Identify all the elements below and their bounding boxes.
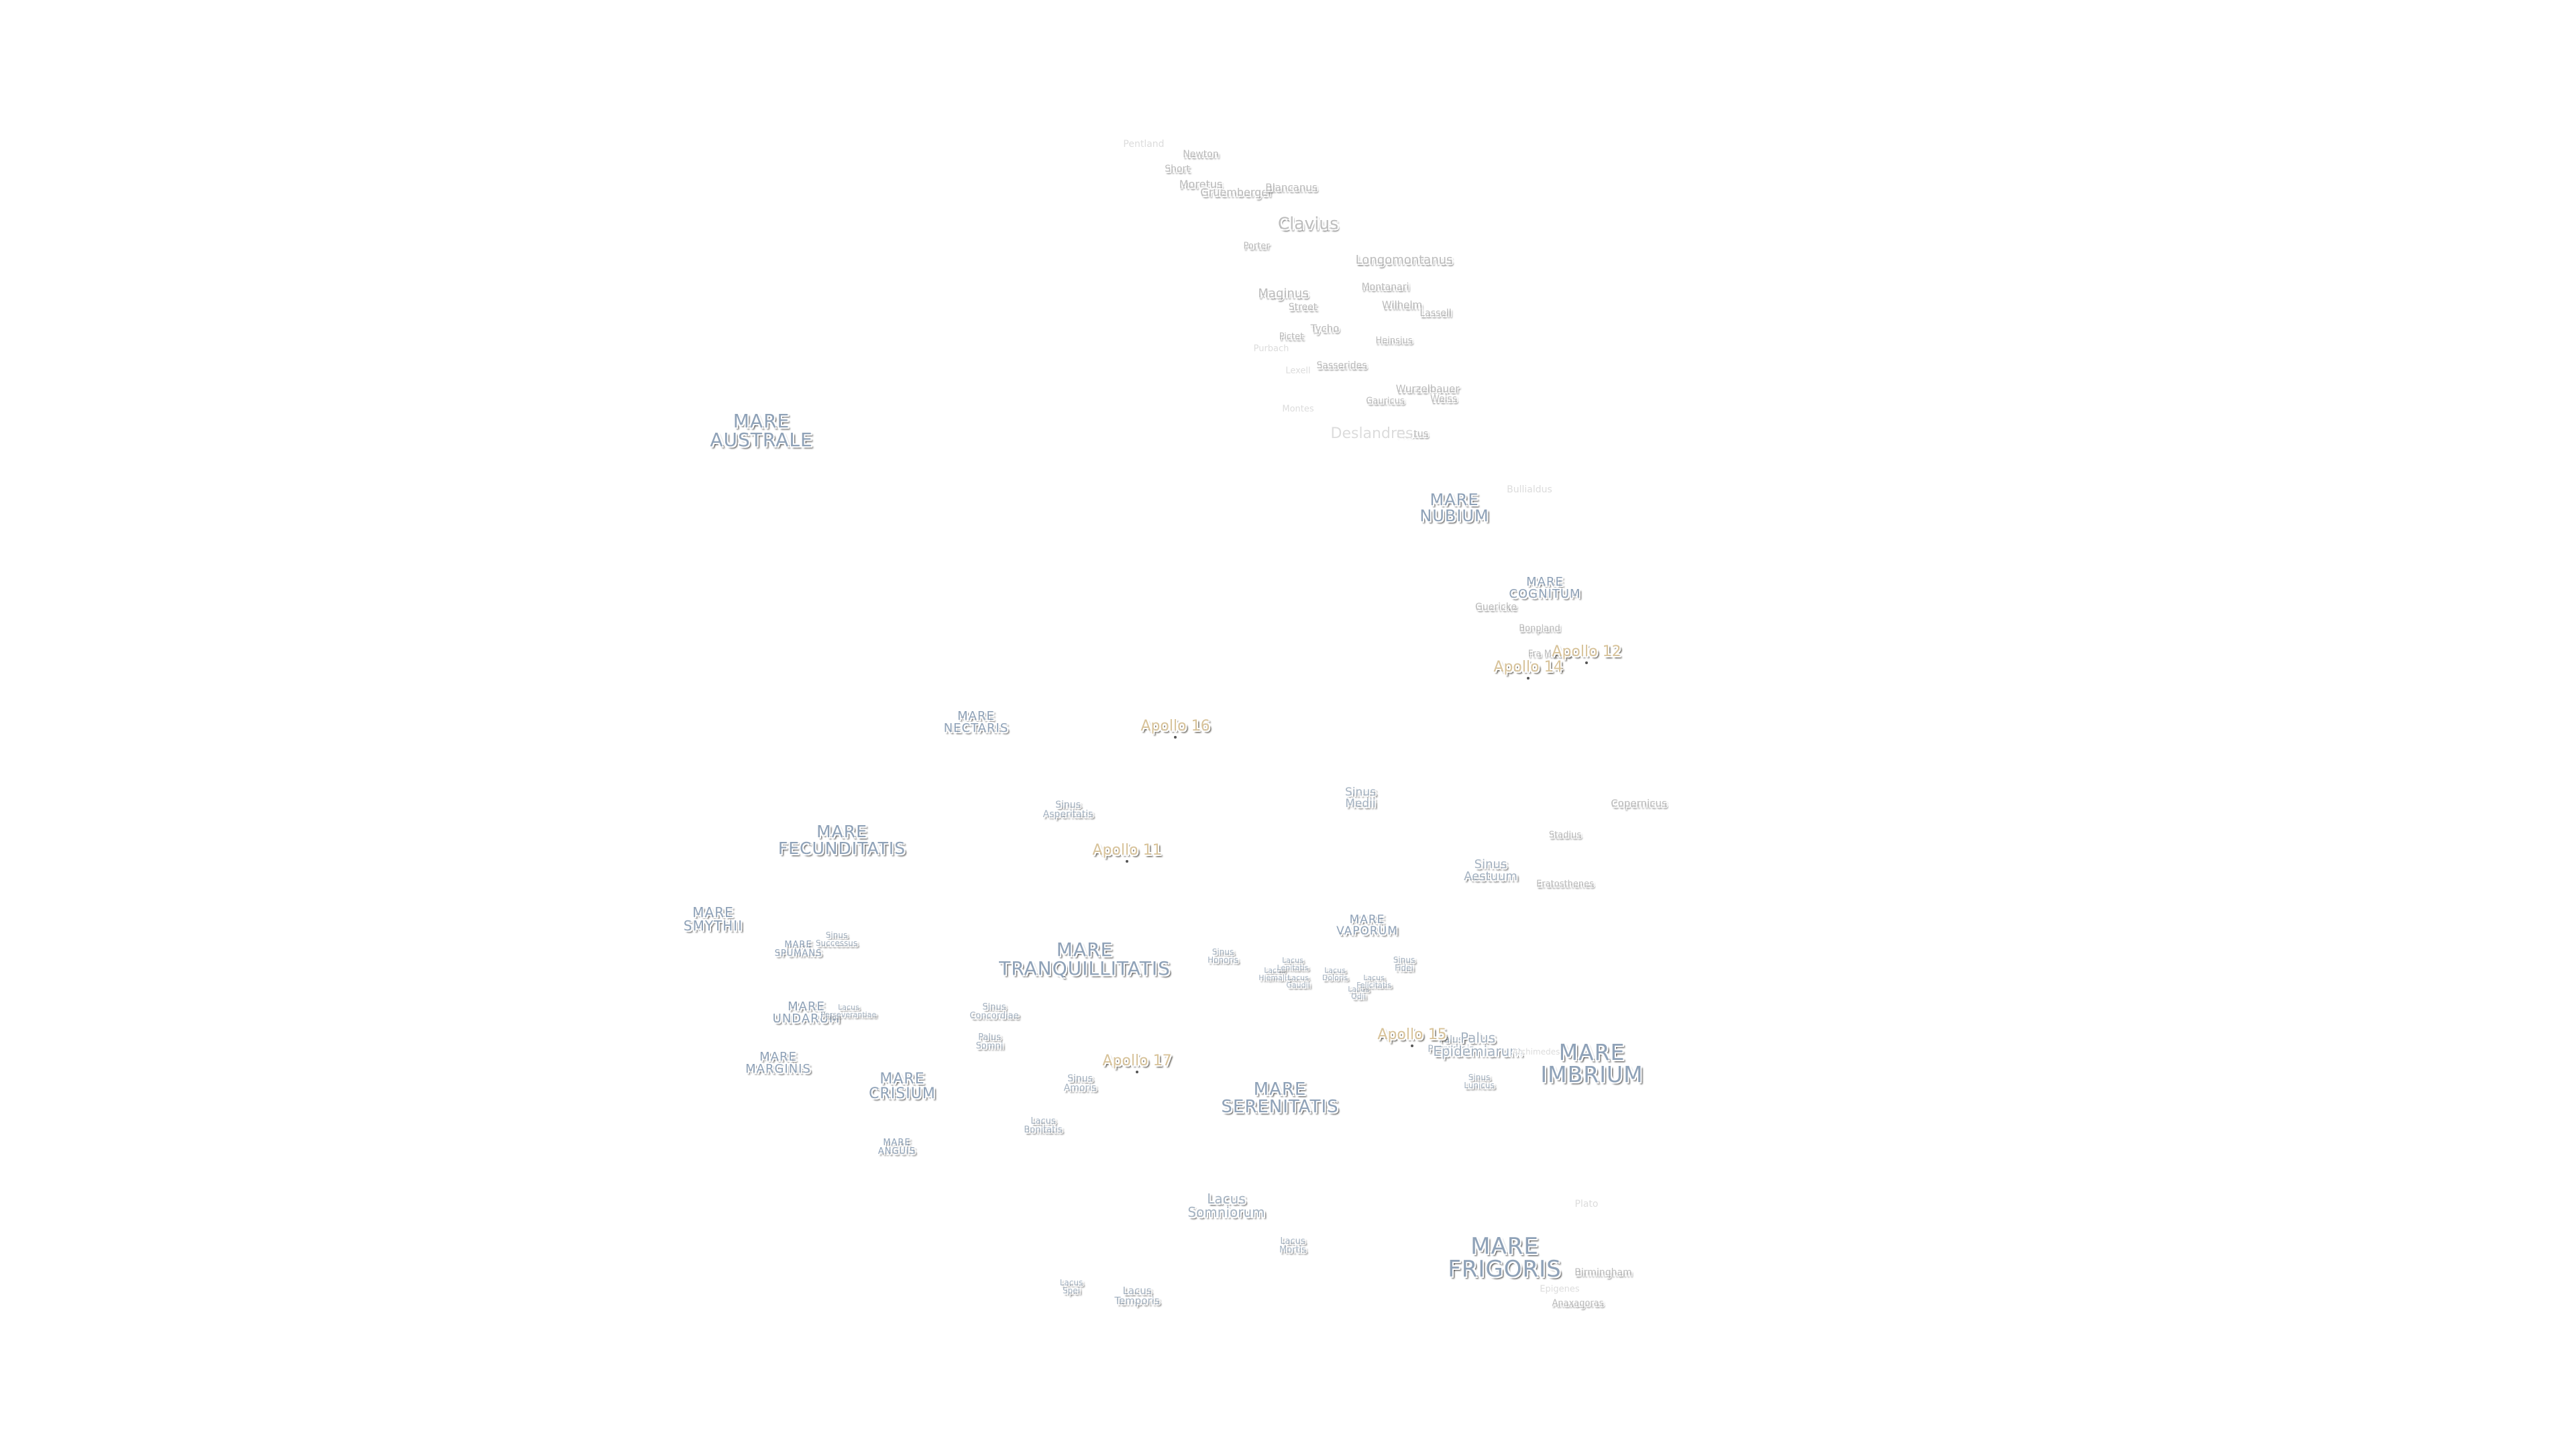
map-label-crater-heinsius: Heinsius — [1375, 335, 1413, 346]
map-label-crater-copernicus: Copernicus — [1611, 797, 1667, 810]
map-label-apollo-11: Apollo 11 — [1092, 842, 1162, 859]
map-label-crater-longomontanus: Longomontanus — [1355, 253, 1453, 267]
landing-site-marker — [1136, 1071, 1138, 1073]
map-label-palus-somni: Palus Somni — [975, 1032, 1004, 1051]
map-label-sinus-medii: Sinus Medii — [1345, 786, 1376, 810]
map-label-apollo-17: Apollo 17 — [1102, 1053, 1172, 1069]
map-label-mare-australe: MARE AUSTRALE — [710, 410, 813, 451]
map-label-crater-short: Short — [1165, 164, 1190, 174]
map-label-lacus-odii: Lacus Odii — [1348, 985, 1369, 1001]
map-label-crater-weiss: Weiss — [1430, 394, 1458, 405]
map-label-crater-stadius: Stadius — [1548, 830, 1582, 841]
map-label-sinus-lunicus: Sinus Lunicus — [1464, 1073, 1495, 1090]
map-label-crater-gauricus: Gauricus — [1366, 396, 1405, 407]
map-label-crater-moretus: Moretus — [1179, 178, 1223, 191]
map-label-mare-spumans: MARE SPUMANS — [774, 940, 822, 959]
map-label-mare-marginis: MARE MARGINIS — [745, 1050, 811, 1076]
map-label-sinus-asperitatis: Sinus Asperitatis — [1042, 800, 1093, 820]
map-label-crater-newton: Newton — [1183, 149, 1219, 160]
map-label-mare-imbrium: MARE IMBRIUM — [1540, 1039, 1644, 1087]
map-label-faint-lexell: Lexell — [1285, 366, 1311, 376]
map-label-crater-fra-mauro: Fra Mauro — [1527, 649, 1572, 659]
landing-site-marker — [1585, 661, 1588, 664]
map-label-mare-crisium: MARE CRISIUM — [869, 1071, 936, 1102]
map-label-apollo-14: Apollo 14 — [1493, 659, 1563, 676]
map-label-mare-fecunditatis: MARE FECUNDITATIS — [777, 822, 906, 858]
map-label-faint-purbach: Purbach — [1253, 343, 1289, 354]
map-label-crater-sasserides: Sasserides — [1316, 360, 1367, 371]
map-label-mare-undarum: MARE UNDARUM — [772, 1000, 841, 1026]
map-label-palus-epidemiarum: Palus Epidemiarum — [1433, 1030, 1523, 1059]
landing-site-marker — [1174, 736, 1177, 739]
map-label-lacus-temporis: Lacus Temporis — [1114, 1285, 1160, 1307]
map-label-crater-anaxagoras: Anaxagoras — [1552, 1298, 1604, 1309]
landing-site-marker — [1126, 860, 1128, 863]
map-label-faint-bullialdus: Bullialdus — [1507, 484, 1552, 495]
map-label-crater-gruemberger: Gruemberger — [1200, 186, 1273, 199]
map-label-crater-montanari: Montanari — [1361, 282, 1409, 292]
map-label-apollo-12: Apollo 12 — [1552, 643, 1621, 660]
map-label-sinus-successus: Sinus Successus — [815, 930, 858, 948]
map-label-lacus-lenitatis: Lacus Lenitatis — [1277, 956, 1309, 972]
map-label-faint-archimedes: Archimedes — [1512, 1047, 1560, 1057]
map-label-crater-lassell: Lassell — [1419, 308, 1452, 319]
map-label-mare-vaporum: MARE VAPORUM — [1336, 913, 1398, 938]
map-label-faint-pentland: Pentland — [1123, 139, 1165, 150]
map-label-mare-cognitum: MARE COGNITUM — [1509, 575, 1581, 601]
map-label-mare-smythii: MARE SMYTHII — [683, 904, 743, 934]
map-label-mare-anguis: MARE ANGUIS — [877, 1138, 916, 1157]
map-label-lacus-perseverantiae: Lacus Perseverantiae — [820, 1003, 877, 1019]
map-label-lacus-spei: Lacus Spei — [1059, 1278, 1083, 1295]
map-label-sinus-concordiae: Sinus Concordiae — [969, 1002, 1019, 1021]
map-label-sinus-aestuum: Sinus Aestuum — [1464, 857, 1517, 883]
map-label-sinus-fidei: Sinus Fidei — [1393, 955, 1415, 973]
map-label-crater-guericke: Guericke — [1475, 602, 1517, 612]
map-label-sinus-honoris: Sinus Honoris — [1208, 947, 1238, 965]
map-label-crater-tycho: Tycho — [1310, 322, 1340, 335]
map-label-crater-porter: Porter — [1243, 241, 1270, 252]
map-label-lacus-mortis: Lacus Mortis — [1279, 1236, 1306, 1255]
map-label-lacus-hiemalis: Lacus Hiemalis — [1258, 966, 1291, 982]
map-label-apollo-15: Apollo 15 — [1377, 1026, 1447, 1043]
map-label-lacus-somniorum: Lacus Somniorum — [1187, 1191, 1265, 1220]
map-label-lacus-felicitatis: Lacus Felicitatis — [1356, 973, 1391, 989]
map-label-crater-blancanus: Blancanus — [1265, 181, 1318, 194]
map-label-apollo-16: Apollo 16 — [1140, 718, 1210, 735]
map-label-crater-maginus: Maginus — [1258, 286, 1309, 301]
map-label-crater-clavius: Clavius — [1277, 213, 1339, 233]
landing-site-marker — [1527, 677, 1529, 680]
map-label-sinus-amoris: Sinus Amoris — [1063, 1073, 1097, 1093]
map-label-lacus-bonitatis: Lacus Bonitatis — [1024, 1116, 1063, 1135]
map-label-faint-plato: Plato — [1574, 1199, 1599, 1210]
map-label-palus-putredinis: Palus Putredinis — [1428, 1034, 1474, 1055]
map-label-crater-pitatus: Pitatus — [1396, 429, 1428, 439]
map-label-mare-frigoris: MARE FRIGORIS — [1448, 1233, 1562, 1283]
map-label-crater-pictet: Pictet — [1279, 331, 1304, 342]
map-label-faint-montes: Montes — [1282, 404, 1314, 415]
map-label-crater-street: Street — [1288, 302, 1318, 313]
map-label-faint-deslandres: Deslandres — [1330, 425, 1413, 442]
map-label-crater-wilhelm: Wilhelm — [1381, 299, 1423, 311]
landing-site-marker — [1411, 1044, 1413, 1047]
map-label-mare-nubium: MARE NUBIUM — [1419, 490, 1489, 525]
map-label-crater-birmingham: Birmingham — [1574, 1267, 1632, 1278]
map-label-mare-nectaris: MARE NECTARIS — [943, 709, 1009, 735]
map-label-lacus-doloris: Lacus Doloris — [1322, 966, 1348, 982]
map-label-faint-epigenes: Epigenes — [1540, 1284, 1580, 1295]
map-label-crater-bonpland: Bonpland — [1519, 623, 1560, 634]
map-label-crater-eratosthenes: Eratosthenes — [1536, 879, 1594, 890]
map-label-mare-serenitatis: MARE SERENITATIS — [1221, 1079, 1339, 1117]
map-label-crater-wurzelbauer: Wurzelbauer — [1395, 382, 1460, 395]
map-label-mare-tranquillitatis: MARE TRANQUILLITATIS — [999, 938, 1171, 979]
map-label-lacus-gaudii: Lacus Gaudii — [1286, 973, 1310, 989]
